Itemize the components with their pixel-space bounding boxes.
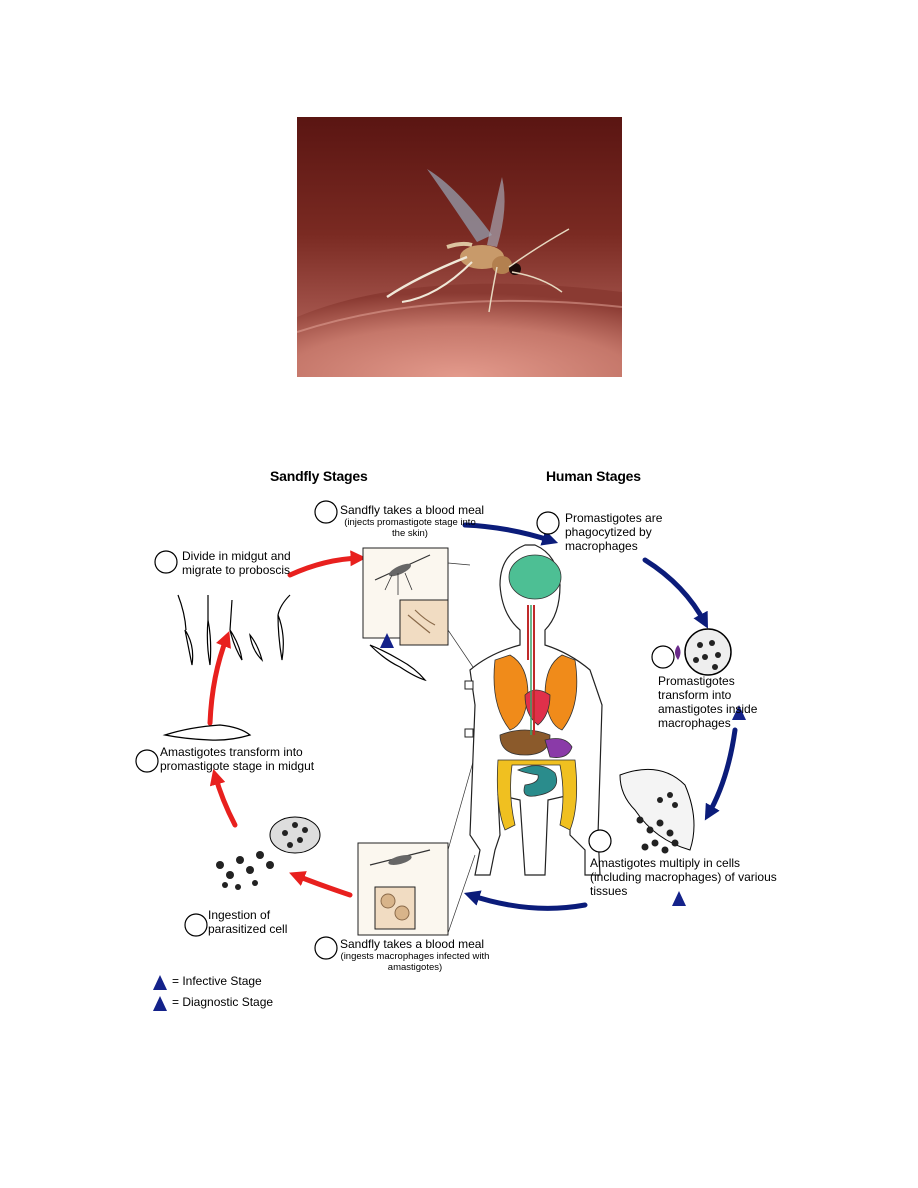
sandfly-feeding-box-top [362, 547, 476, 671]
sandfly-stage-arrows [207, 550, 367, 898]
infected-tissue-cell [619, 768, 695, 854]
step-2-label: Promastigotes are phagocytized by macrop… [565, 511, 663, 553]
sandfly-feeding-box-bottom [357, 754, 476, 936]
sandfly-photo [297, 117, 622, 377]
human-stages-header: Human Stages [546, 468, 641, 484]
human-stage-arrows [462, 522, 738, 911]
infective-stage-badge [380, 633, 394, 648]
step-1-label: Sandfly takes a blood meal [340, 503, 485, 517]
legend-infective-badge [153, 975, 167, 990]
step-6-label: Ingestion of parasitized cell [208, 908, 288, 936]
legend-diagnostic-badge [153, 996, 167, 1011]
step-5-sublabel: (ingests macrophages infected with amast… [340, 951, 490, 973]
parasitized-cell-cluster [216, 816, 321, 890]
step-8-label: Divide in midgut and migrate to probosci… [182, 549, 291, 577]
midgut-promastigote-shape [162, 724, 252, 741]
diagnostic-stage-badge-2 [672, 891, 686, 906]
step-number-circles [135, 500, 675, 960]
step-4-label: Amastigotes multiply in cells (including… [590, 856, 777, 898]
legend-infective-text: = Infective Stage [172, 974, 262, 988]
human-figure [464, 544, 603, 876]
step-5-label: Sandfly takes a blood meal [340, 937, 485, 951]
promastigote-shape [369, 644, 427, 682]
dividing-promastigotes [177, 594, 291, 666]
sandfly-stages-header: Sandfly Stages [270, 468, 368, 484]
step-7-label: Amastigotes transform into promastigote … [160, 745, 315, 773]
step-3-label: Promastigotes transform into amastigotes… [658, 674, 758, 730]
life-cycle-diagram [135, 500, 746, 1011]
legend-diagnostic-text: = Diagnostic Stage [172, 995, 274, 1009]
macrophage-cell [675, 628, 732, 676]
step-1-sublabel: (injects promastigote stage into the ski… [344, 517, 476, 539]
diagnostic-stage-badge-1 [732, 705, 746, 720]
